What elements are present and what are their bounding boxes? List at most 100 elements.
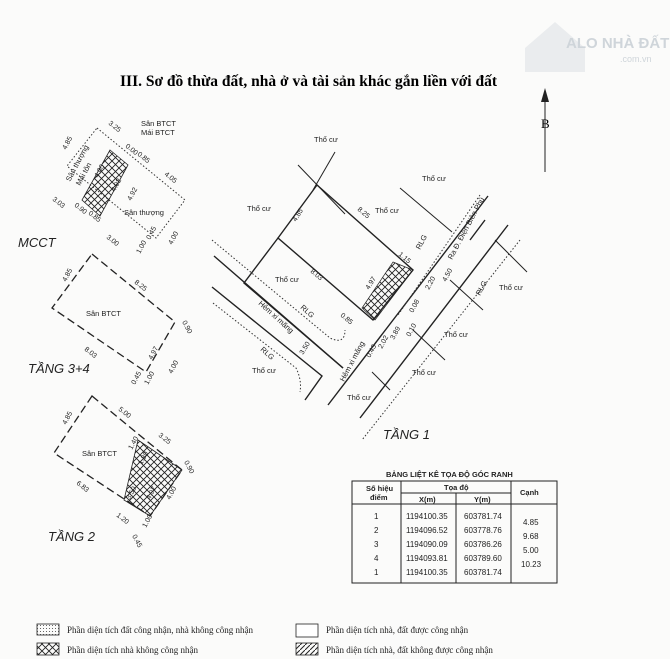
table-cell: 603781.74 bbox=[464, 512, 502, 521]
header-point: Số hiệu bbox=[366, 484, 394, 493]
table-cell: 1194100.35 bbox=[406, 568, 448, 577]
legend-swatch-dotted bbox=[36, 623, 60, 636]
watermark-logo: ALO NHÀ ĐẤT .com.vn bbox=[525, 22, 669, 72]
table-cell: 1 bbox=[374, 512, 379, 521]
table-cell: 1194096.52 bbox=[406, 526, 448, 535]
floor-plan-mcct: Sân BTCT Mái BTCT Sân thượng Mái tôn Sân… bbox=[18, 119, 186, 255]
header-y: Y(m) bbox=[474, 495, 491, 504]
label-tho-cu: Thổ cư bbox=[444, 330, 468, 339]
coordinate-table: BẢNG LIỆT KÊ TỌA ĐỘ GÓC RANH Số hiệu điể… bbox=[351, 470, 558, 584]
dim: 4.85 bbox=[62, 411, 75, 426]
dim: 4.85 bbox=[62, 136, 75, 151]
dim: 2.20 bbox=[425, 276, 438, 291]
dim: 4.00 bbox=[168, 360, 181, 375]
dim: 0.45 bbox=[131, 371, 144, 386]
dim: 0.90 bbox=[73, 202, 88, 216]
label-rlg: RLG bbox=[259, 345, 277, 362]
dim: 8.25 bbox=[133, 279, 148, 293]
label-tho-cu: Thổ cư bbox=[252, 366, 276, 375]
table-row: 1 1194100.35 603781.74 bbox=[374, 512, 502, 521]
label-san-thuong-2: Sân thượng bbox=[124, 208, 164, 217]
dim: 8.25 bbox=[356, 206, 371, 220]
label-tho-cu: Thổ cư bbox=[375, 206, 399, 215]
dim: 1.00 bbox=[136, 240, 149, 255]
dim: 1.00 bbox=[144, 371, 157, 386]
floor-plan-tang-2: Sân BTCT 4.85 5.00 3.25 0.90 1.40 1.80 3… bbox=[48, 395, 195, 549]
dim: 3.89 bbox=[390, 326, 403, 341]
table-row: 3 1194090.09 603786.26 bbox=[374, 540, 502, 549]
label-tho-cu: Thổ cư bbox=[275, 275, 299, 284]
label-tho-cu: Thổ cư bbox=[499, 283, 523, 292]
dim: 6.83 bbox=[75, 480, 90, 494]
table-cell: 1194093.81 bbox=[406, 554, 448, 563]
north-arrow: B bbox=[541, 88, 550, 172]
dim: 1.00 bbox=[142, 514, 155, 529]
dim: 0.85 bbox=[339, 312, 354, 326]
label-mai-btct: Mái BTCT bbox=[141, 128, 175, 137]
label-hem-xi-mang: Hẻm xi măng bbox=[257, 299, 296, 335]
table-cell: 2 bbox=[374, 526, 379, 535]
dim: 3.03 bbox=[51, 196, 66, 210]
dim: 0.45 bbox=[130, 534, 143, 549]
table-title: BẢNG LIỆT KÊ TỌA ĐỘ GÓC RANH bbox=[386, 470, 513, 479]
table-cell: 1194090.09 bbox=[406, 540, 448, 549]
floor-label-tang-2: TẦNG 2 bbox=[48, 529, 96, 544]
legend-label: Phần diện tích nhà, đất không được công … bbox=[326, 645, 493, 655]
table-row: 2 1194096.52 603778.76 bbox=[374, 526, 502, 535]
dim: 1.15 bbox=[397, 251, 412, 265]
dim: 3.50 bbox=[299, 341, 312, 356]
dim: 8.03 bbox=[309, 268, 324, 282]
label-tho-cu: Thổ cư bbox=[314, 135, 338, 144]
dim: 0.08 bbox=[409, 299, 422, 314]
dim: 0.90 bbox=[180, 320, 193, 335]
header-edge: Cạnh bbox=[520, 488, 539, 497]
label-san-btct: Sân BTCT bbox=[141, 119, 176, 128]
edge-value: 9.68 bbox=[523, 532, 539, 541]
watermark-text: ALO NHÀ ĐẤT bbox=[566, 35, 669, 52]
edge-value: 5.00 bbox=[523, 546, 539, 555]
dim: 3.00 bbox=[105, 234, 120, 248]
table-cell: 1 bbox=[374, 568, 379, 577]
dim: 0.85 bbox=[136, 151, 151, 165]
north-label: B bbox=[541, 116, 550, 131]
dim: 8.03 bbox=[83, 346, 98, 360]
dim: 0.43 bbox=[366, 344, 379, 359]
floor-plan-tang-1: Thổ cư Thổ cư Thổ cư Thổ cư Thổ cư Thổ c… bbox=[211, 135, 528, 442]
legend-swatch-hatched bbox=[295, 642, 319, 656]
label-tho-cu: Thổ cư bbox=[422, 174, 446, 183]
edge-value: 10.23 bbox=[521, 560, 542, 569]
floor-label-tang-1: TẦNG 1 bbox=[383, 427, 430, 442]
label-san-btct: Sân BTCT bbox=[86, 309, 121, 318]
label-tho-cu: Thổ cư bbox=[347, 393, 371, 402]
header-x: X(m) bbox=[419, 495, 436, 504]
legend: Phần diện tích đất công nhận, nhà không … bbox=[36, 623, 493, 656]
dim: 4.92 bbox=[127, 187, 140, 202]
dim: 0.10 bbox=[406, 323, 419, 338]
legend-label: Phần diện tích nhà không công nhận bbox=[67, 645, 198, 655]
legend-label: Phần diện tích nhà, đất được công nhận bbox=[326, 625, 469, 635]
table-cell: 603789.60 bbox=[464, 554, 502, 563]
dim: 4.97 bbox=[148, 346, 161, 361]
table-row: 4 1194093.81 603789.60 bbox=[374, 554, 502, 563]
floor-plan-tang-3-4: Sân BTCT 4.85 8.25 0.90 8.03 4.97 4.00 1… bbox=[28, 253, 193, 386]
table-cell: 603778.76 bbox=[464, 526, 502, 535]
floor-label-mcct: MCCT bbox=[18, 235, 57, 250]
table-cell: 3 bbox=[374, 540, 379, 549]
legend-swatch-empty bbox=[295, 623, 319, 638]
dim: 5.00 bbox=[117, 406, 132, 420]
watermark-domain: .com.vn bbox=[620, 54, 652, 64]
dim: 4.85 bbox=[292, 208, 305, 223]
label-rlg: RLG bbox=[299, 303, 317, 320]
table-cell: 1194100.35 bbox=[406, 512, 448, 521]
dim: 3.25 bbox=[157, 432, 172, 446]
dim: 4.05 bbox=[163, 171, 178, 185]
dim: 0.45 bbox=[146, 226, 159, 241]
label-rlg: RLG bbox=[414, 233, 429, 251]
table-cell: 603781.74 bbox=[464, 568, 502, 577]
dim: 3.25 bbox=[107, 120, 122, 134]
dim: 0.90 bbox=[182, 460, 195, 475]
dim: 1.20 bbox=[115, 512, 130, 526]
dim: 4.50 bbox=[442, 268, 455, 283]
page-title: III. Sơ đồ thừa đất, nhà ở và tài sản kh… bbox=[120, 73, 498, 90]
